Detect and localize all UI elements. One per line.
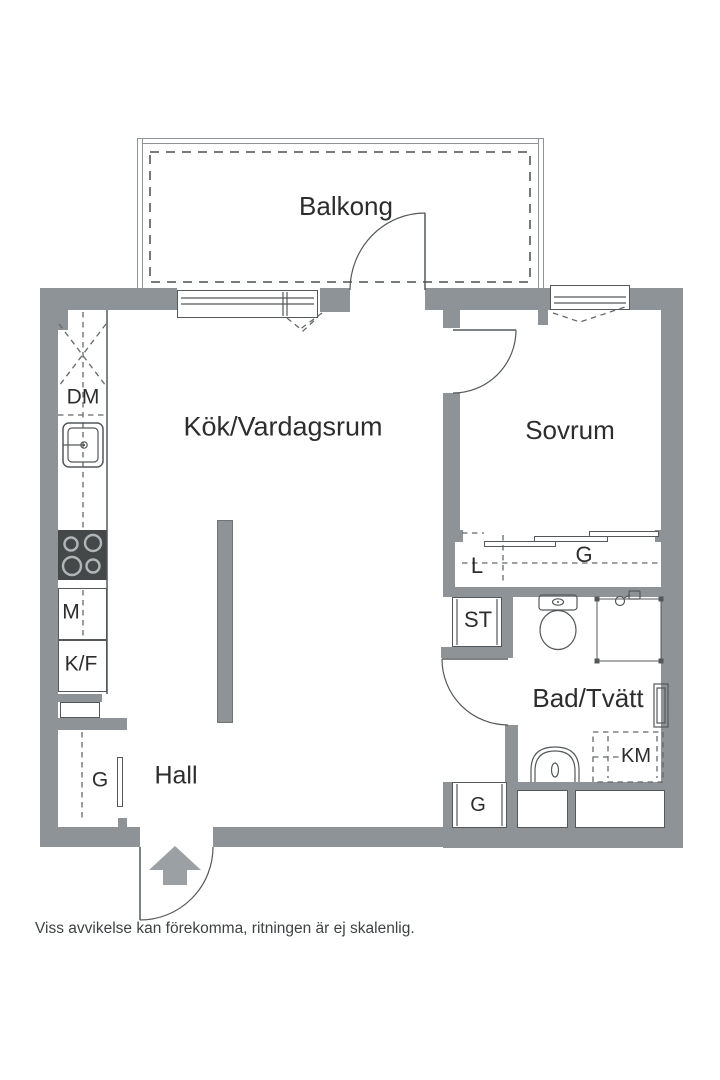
wardrobe-bath-door-lines bbox=[456, 784, 503, 826]
washing-machine bbox=[592, 731, 664, 783]
wall-pilaster-kitchen bbox=[58, 310, 68, 330]
toilet bbox=[538, 594, 578, 651]
label-cleaning-closet: ST bbox=[463, 607, 493, 632]
wall-top-left bbox=[40, 288, 177, 310]
wall-bath-west-strip bbox=[505, 725, 518, 785]
kitchen-window-mullions bbox=[181, 292, 314, 316]
bedroom-closet-dashes bbox=[462, 532, 658, 585]
wall-left bbox=[40, 288, 58, 847]
wall-niche-1 bbox=[517, 790, 568, 828]
kitchen-window-opening-indicator bbox=[286, 317, 318, 332]
label-kitchen-living: Kök/Vardagsrum bbox=[183, 411, 383, 442]
label-hall: Hall bbox=[154, 761, 198, 790]
bedroom-closet-sliding-door-3 bbox=[589, 531, 659, 537]
label-wardrobe-hall: G bbox=[91, 768, 109, 792]
wall-niche-2 bbox=[575, 790, 665, 828]
wall-counter-bottom bbox=[58, 694, 102, 702]
label-bedroom: Sovrum bbox=[525, 415, 615, 445]
wall-top-mid bbox=[320, 288, 350, 312]
label-microwave: M bbox=[62, 600, 80, 624]
hall-wardrobe-sliding-door bbox=[117, 757, 123, 807]
shower-head-icon bbox=[614, 590, 641, 607]
disclaimer-text: Viss avvikelse kan förekomma, ritningen … bbox=[35, 920, 415, 937]
wall-st-east bbox=[502, 597, 513, 647]
label-wardrobe-bath: G bbox=[470, 794, 486, 816]
label-bathroom: Bad/Tvätt bbox=[532, 683, 644, 713]
label-dishwasher: DM bbox=[66, 385, 100, 409]
wall-right bbox=[661, 288, 683, 848]
wall-bedroom-west-lower bbox=[443, 393, 460, 530]
bedroom-closet-sliding-door-2 bbox=[534, 536, 608, 542]
wall-bath-north bbox=[452, 587, 661, 597]
wall-top-right-of-balcony-door bbox=[425, 288, 550, 310]
entrance-arrow bbox=[149, 846, 201, 885]
label-balcony: Balkong bbox=[299, 191, 393, 221]
kitchen-counter-lines bbox=[58, 310, 108, 694]
wall-hall-g-bump bbox=[118, 818, 127, 827]
bedroom-window-opening-indicator bbox=[552, 305, 629, 323]
bedroom-door bbox=[452, 329, 517, 394]
wardrobe-bath-box bbox=[452, 782, 507, 828]
freestanding-wall-island bbox=[217, 520, 233, 723]
wall-bottom-left bbox=[40, 827, 140, 847]
bedroom-window-mullions bbox=[554, 296, 626, 304]
wall-hall-nw bbox=[58, 718, 127, 730]
kitchen-niche-box bbox=[60, 702, 100, 718]
entrance-door bbox=[139, 846, 214, 921]
wall-below-st bbox=[441, 647, 513, 658]
balcony-door bbox=[349, 212, 426, 291]
shower-area bbox=[594, 596, 664, 664]
stove-burners bbox=[61, 533, 103, 577]
bathroom-door bbox=[441, 658, 509, 726]
wall-stub-balcony-right bbox=[538, 310, 548, 325]
label-washing-machine: KM bbox=[621, 745, 651, 767]
kitchen-sink bbox=[62, 422, 104, 468]
wall-bedroom-west-upper bbox=[443, 310, 460, 328]
cleaning-closet-door-lines bbox=[456, 599, 498, 645]
wall-closet-west bbox=[443, 530, 455, 597]
label-linen-closet: L bbox=[470, 553, 484, 578]
label-fridge-freezer: K/F bbox=[64, 652, 98, 676]
balcony-door-opening-indicator bbox=[298, 312, 323, 331]
cleaning-closet-box bbox=[452, 597, 502, 647]
bath-sink bbox=[530, 746, 580, 782]
wall-closet-west-stub bbox=[455, 530, 463, 542]
bedroom-closet-sliding-door-1 bbox=[484, 541, 556, 547]
label-wardrobe-bedroom: G bbox=[575, 542, 593, 567]
towel-radiator bbox=[653, 683, 669, 728]
wall-bottom-mid bbox=[213, 827, 443, 847]
